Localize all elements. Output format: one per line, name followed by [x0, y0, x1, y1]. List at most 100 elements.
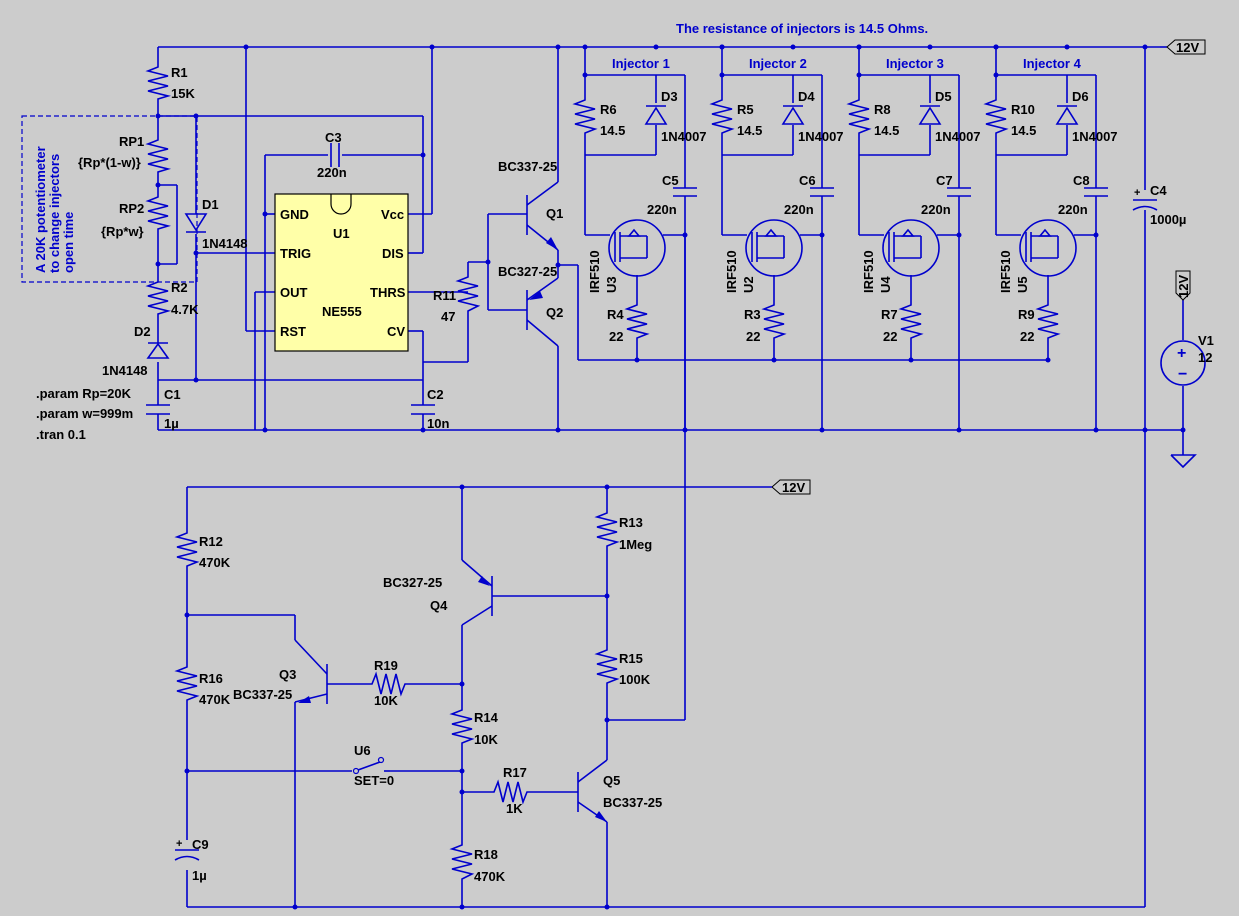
q3-val: BC337-25	[233, 687, 292, 702]
r13-ref: R13	[619, 515, 643, 530]
gate-resistor-symbol	[1035, 300, 1061, 345]
pin-out: OUT	[280, 285, 308, 300]
diode-ref: D3	[661, 89, 678, 104]
mosfet-symbol	[608, 219, 666, 277]
gate-resistor-val: 22	[883, 329, 897, 344]
c4-val: 1000µ	[1150, 212, 1186, 227]
gate-resistor-val: 22	[746, 329, 760, 344]
ne555-timer: GND Vcc TRIG DIS OUT THRS RST CV U1 NE55…	[274, 193, 409, 352]
capacitor-ref: C7	[936, 173, 953, 188]
net-flag-12v-v1: 12V	[1175, 270, 1191, 301]
c9-val: 1µ	[192, 868, 207, 883]
c1-val: 1µ	[164, 416, 179, 431]
c1-ref: C1	[164, 387, 181, 402]
injector-resistor-val: 14.5	[737, 123, 762, 138]
capacitor-val: 220n	[647, 202, 677, 217]
component-symbols: + + −	[145, 62, 1206, 415]
injector-resistor-val: 14.5	[1011, 123, 1036, 138]
mosfet-symbol	[882, 219, 940, 277]
resistor-r2-symbol	[145, 277, 172, 318]
svg-text:+: +	[1134, 187, 1140, 199]
injector-label: Injector 2	[749, 56, 807, 71]
r19-ref: R19	[374, 658, 398, 673]
net-flag-12v-bottom: 12V	[771, 479, 811, 495]
injector-resistance-note: The resistance of injectors is 14.5 Ohms…	[676, 21, 928, 36]
capacitor-val: 220n	[921, 202, 951, 217]
injector-resistor-ref: R10	[1011, 102, 1035, 117]
r11-val: 47	[441, 309, 455, 324]
r14-ref: R14	[474, 710, 499, 725]
flyback-diode-symbol	[781, 106, 805, 125]
gate-resistor-val: 22	[609, 329, 623, 344]
r16-val: 470K	[199, 692, 231, 707]
u6-val: SET=0	[354, 773, 394, 788]
injector-resistor-symbol	[709, 95, 735, 138]
c2-val: 10n	[427, 416, 449, 431]
q4-ref: Q4	[430, 598, 448, 613]
injector-label: Injector 3	[886, 56, 944, 71]
timer-part: NE555	[322, 304, 362, 319]
pin-thrs: THRS	[370, 285, 406, 300]
c3-val: 220n	[317, 165, 347, 180]
potentiometer-note: A 20K potentiometer to change injectors …	[33, 146, 76, 273]
resistor-r14-symbol	[449, 705, 475, 748]
q5-ref: Q5	[603, 773, 620, 788]
diode-d2-symbol	[146, 342, 170, 359]
net-flag-12v-top: 12V	[1160, 39, 1206, 55]
d1-ref: D1	[202, 197, 219, 212]
potentiometer-box	[21, 115, 198, 283]
d2-val: 1N4148	[102, 363, 148, 378]
q2-val: BC327-25	[498, 264, 557, 279]
diode-ref: D5	[935, 89, 952, 104]
injector-label: Injector 4	[1023, 56, 1082, 71]
resistor-r12-symbol	[174, 528, 200, 570]
mosfet-ref: U4	[878, 276, 893, 293]
svg-text:−: −	[1178, 366, 1187, 383]
transistor-q2-symbol	[526, 277, 559, 347]
resistor-r17-symbol	[490, 779, 536, 805]
junction-dots	[155, 44, 1186, 910]
r12-ref: R12	[199, 534, 223, 549]
transistor-q5-symbol	[577, 759, 608, 823]
directive-param-w: .param w=999m	[36, 406, 133, 421]
injector-resistor-ref: R8	[874, 102, 891, 117]
resistor-r16-symbol	[174, 662, 200, 705]
r2-ref: R2	[171, 280, 188, 295]
svg-text:A 20K potentiometer: A 20K potentiometer	[33, 146, 48, 273]
svg-text:open time: open time	[61, 212, 76, 273]
r2-val: 4.7K	[171, 302, 199, 317]
pin-cv: CV	[387, 324, 405, 339]
c9-ref: C9	[192, 837, 209, 852]
gate-resistor-symbol	[761, 300, 787, 345]
mosfet-ref: U3	[604, 276, 619, 293]
r15-val: 100K	[619, 672, 651, 687]
gate-resistor-ref: R7	[881, 307, 898, 322]
injector-resistor-ref: R5	[737, 102, 754, 117]
d2-ref: D2	[134, 324, 151, 339]
pin-trig: TRIG	[280, 246, 311, 261]
r17-val: 1K	[506, 801, 523, 816]
capacitor-ref: C6	[799, 173, 816, 188]
directive-param-rp: .param Rp=20K	[36, 386, 132, 401]
injector-resistor-val: 14.5	[600, 123, 625, 138]
r13-val: 1Meg	[619, 537, 652, 552]
q4-val: BC327-25	[383, 575, 442, 590]
timer-ref: U1	[333, 226, 350, 241]
injector-resistor-symbol	[846, 95, 872, 138]
diode-val: 1N4007	[1072, 129, 1118, 144]
r18-ref: R18	[474, 847, 498, 862]
gate-resistor-symbol	[624, 300, 650, 345]
q1-ref: Q1	[546, 206, 563, 221]
r19-val: 10K	[374, 693, 398, 708]
mosfet-val: IRF510	[587, 250, 602, 293]
capacitor-val: 220n	[1058, 202, 1088, 217]
svg-text:to change injectors: to change injectors	[47, 154, 62, 273]
labels-top: R1 15K RP1 {Rp*(1-w)} RP2 {Rp*w} R2 4.7K…	[78, 65, 1214, 431]
resistor-r13-symbol	[594, 508, 620, 551]
q1-val: BC337-25	[498, 159, 557, 174]
